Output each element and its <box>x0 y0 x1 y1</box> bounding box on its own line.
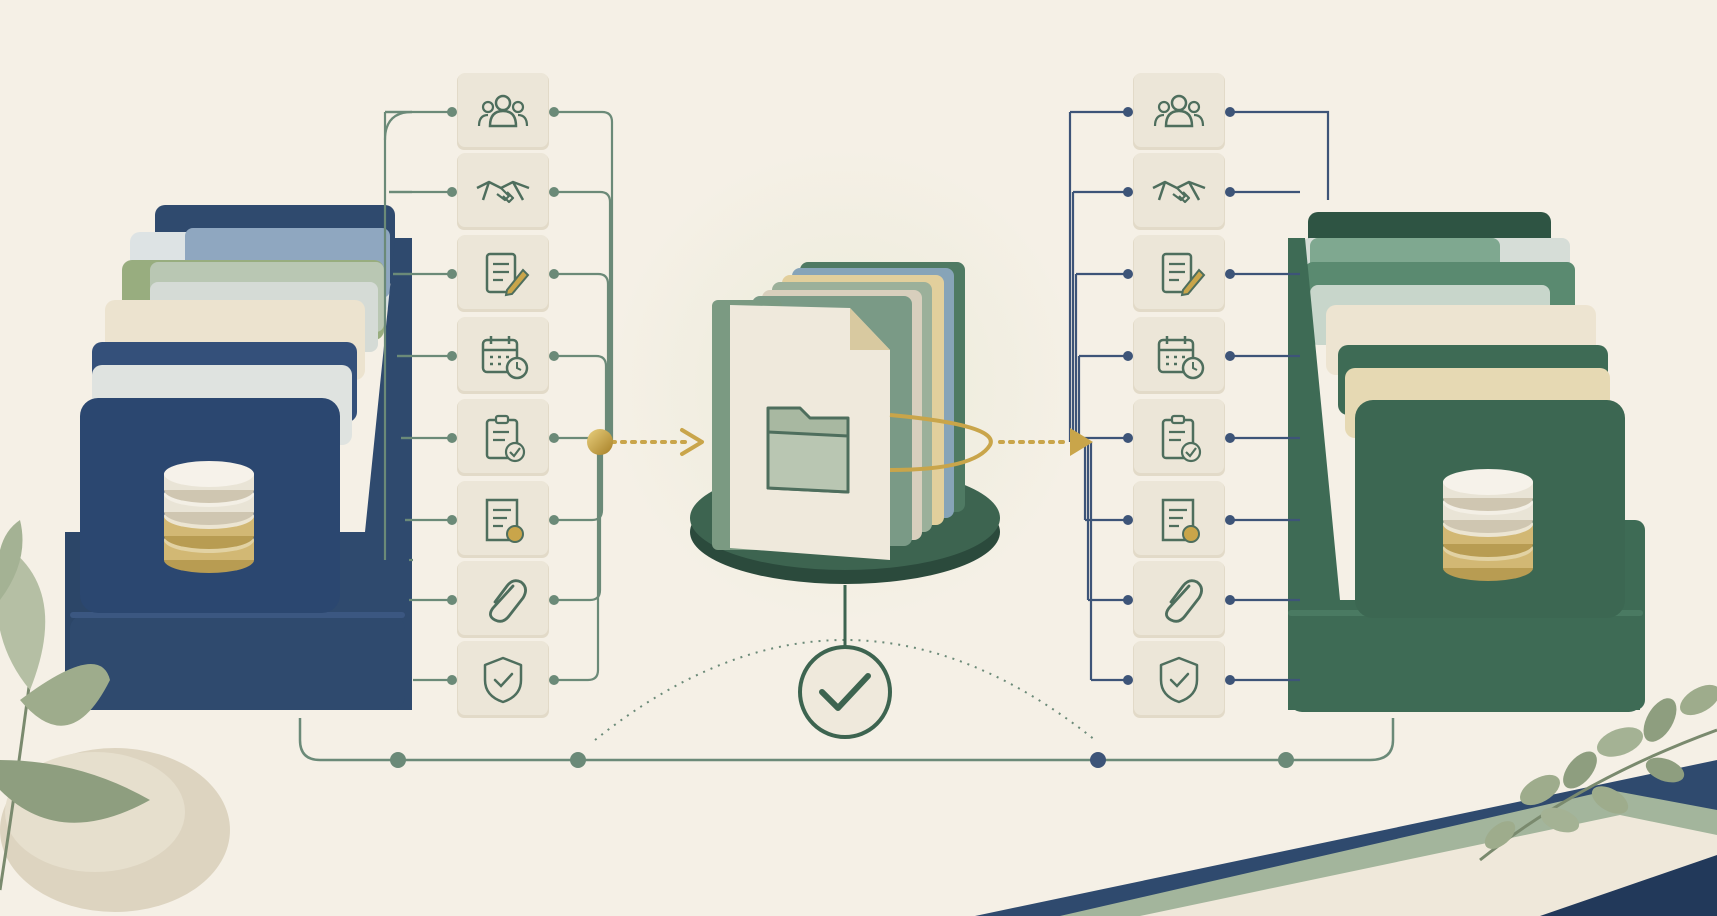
right-category-column <box>1133 73 1225 718</box>
category-tile-shield-check <box>1133 641 1225 718</box>
clipboard-check-icon <box>1161 414 1202 463</box>
category-tile-people <box>457 73 549 150</box>
left-connectors <box>383 107 614 685</box>
bottom-rail <box>298 718 1395 768</box>
calendar-clock-icon <box>481 336 529 380</box>
connector-line <box>1071 187 1300 442</box>
decor-plant-right <box>1479 684 1717 862</box>
connector-line <box>389 187 612 442</box>
connector-line <box>1083 442 1300 525</box>
validation-arc <box>594 639 1096 741</box>
target-file-store <box>1288 212 1645 712</box>
flow-node <box>587 429 613 455</box>
database-icon <box>164 461 254 573</box>
category-tile-shield-check <box>457 641 549 718</box>
flow-arrow-out <box>998 428 1093 456</box>
paperclip-icon <box>489 579 527 623</box>
paperclip-icon <box>1165 579 1203 623</box>
check-icon <box>798 645 892 739</box>
handshake-icon <box>476 180 530 204</box>
connector-trunk-top <box>383 110 413 141</box>
edit-document-icon <box>1161 252 1206 297</box>
decor-plant-left <box>0 520 150 891</box>
category-tile-calendar-clock <box>1133 317 1225 394</box>
connector-line <box>1068 107 1300 442</box>
connector-line <box>1080 433 1300 443</box>
connector-line <box>412 442 600 685</box>
receipt-icon <box>1161 498 1200 543</box>
database-icon <box>1443 469 1533 581</box>
flow-arrow-in <box>610 428 704 456</box>
category-tile-people <box>1133 73 1225 150</box>
category-tile-receipt <box>457 481 549 558</box>
category-tile-calendar-clock <box>457 317 549 394</box>
category-tile-clipboard-check <box>457 399 549 476</box>
source-file-store <box>65 205 412 710</box>
category-tile-handshake <box>1133 153 1225 230</box>
edit-document-icon <box>485 252 530 297</box>
connector-trunk <box>1300 110 1330 200</box>
connector-line <box>1089 442 1300 685</box>
category-tile-edit-document <box>1133 235 1225 312</box>
category-tile-edit-document <box>457 235 549 312</box>
category-tile-paperclip <box>457 561 549 638</box>
clipboard-check-icon <box>485 414 526 463</box>
folder-icon <box>766 406 850 494</box>
left-category-column <box>457 73 549 718</box>
calendar-clock-icon <box>1157 336 1205 380</box>
category-tile-paperclip <box>1133 561 1225 638</box>
connector-line <box>1077 351 1300 442</box>
shield-check-icon <box>1159 656 1199 704</box>
connector-line <box>1074 269 1300 442</box>
connector-line <box>397 351 608 442</box>
connector-line <box>1086 442 1300 605</box>
shield-check-icon <box>483 656 523 704</box>
right-connectors <box>1068 107 1330 685</box>
center-archive <box>690 262 1000 584</box>
connector-line <box>393 269 610 442</box>
category-tile-handshake <box>457 153 549 230</box>
category-tile-clipboard-check <box>1133 399 1225 476</box>
handshake-icon <box>1152 180 1206 204</box>
category-tile-receipt <box>1133 481 1225 558</box>
people-icon <box>477 94 529 128</box>
people-icon <box>1153 94 1205 128</box>
receipt-icon <box>485 498 524 543</box>
